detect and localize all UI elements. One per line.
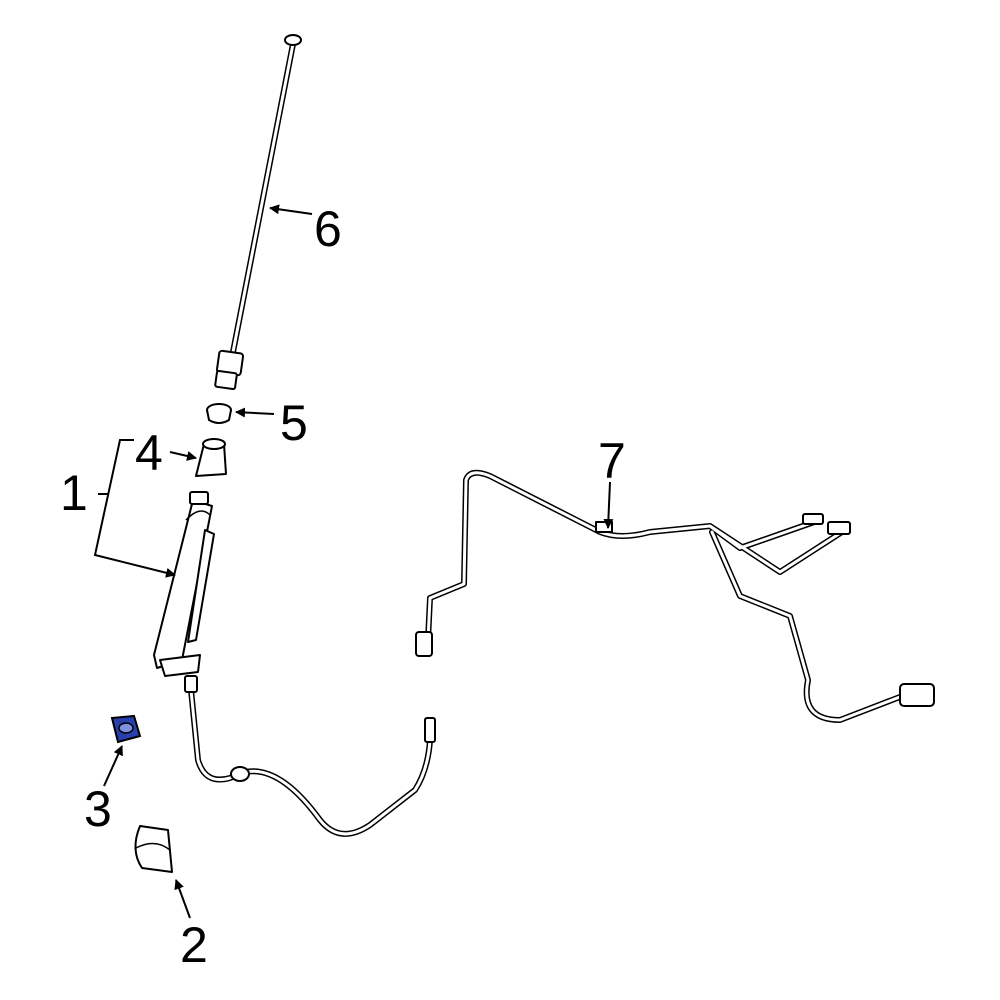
callout-7: 7 [598, 433, 626, 489]
part-5-nut[interactable] [206, 403, 232, 424]
part-4-bezel[interactable] [195, 438, 227, 477]
part-3-clip[interactable] [110, 714, 142, 744]
leader-4 [169, 451, 197, 461]
callout-1: 1 [60, 465, 88, 521]
leader-2 [174, 879, 191, 919]
leader-3 [103, 745, 123, 787]
part-6-antenna-mast[interactable] [214, 34, 302, 391]
callout-2: 2 [180, 917, 208, 973]
callout-6: 6 [314, 201, 342, 257]
part-7-cable-harness[interactable] [415, 469, 935, 723]
leader-1-bracket [93, 439, 176, 578]
leader-5 [235, 407, 275, 418]
part-2-bracket[interactable] [134, 825, 173, 873]
part-1-antenna-base[interactable] [153, 491, 436, 837]
leader-7 [603, 481, 614, 529]
callout-4: 4 [135, 425, 163, 481]
callout-3: 3 [84, 781, 112, 837]
leader-lines [93, 204, 614, 919]
leader-6 [269, 204, 313, 215]
callout-5: 5 [280, 395, 308, 451]
